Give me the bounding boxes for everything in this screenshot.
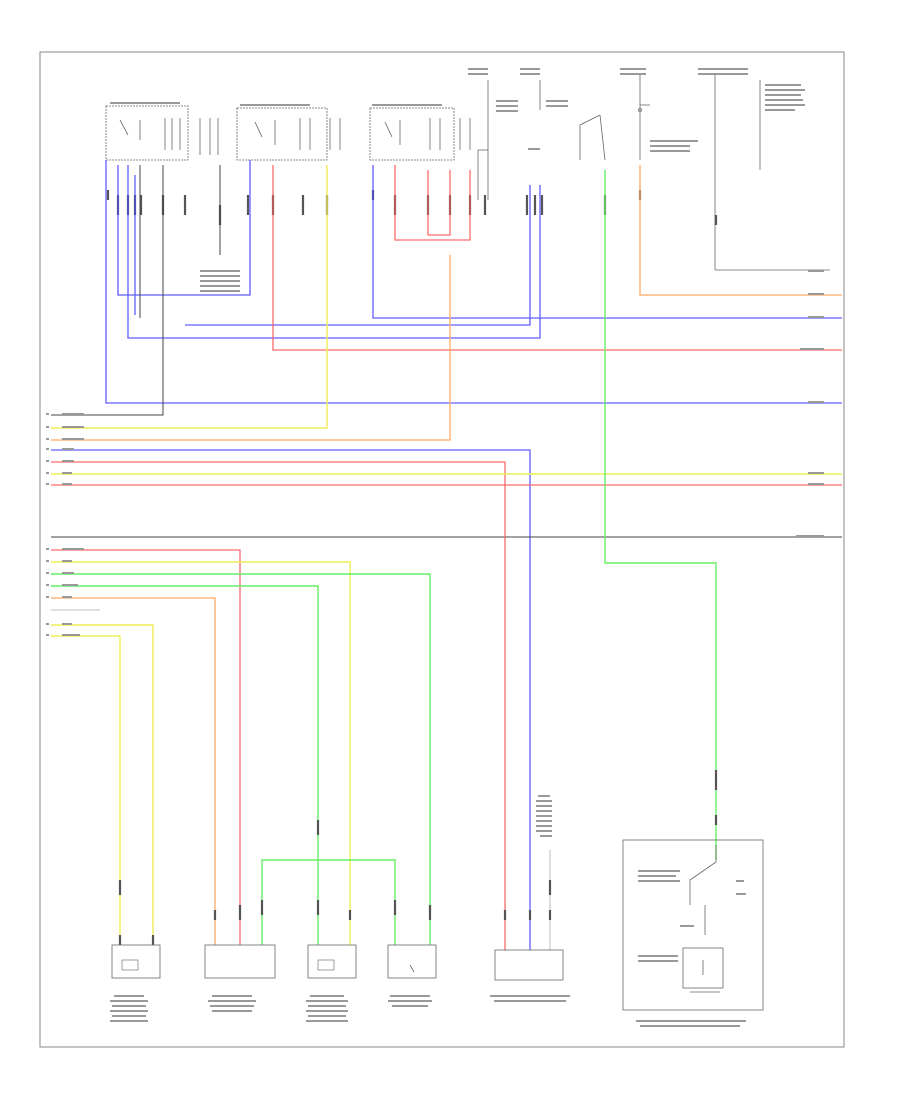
module-1: [494, 949, 564, 981]
sensor-2: [204, 944, 276, 979]
compressor-assembly: [622, 839, 764, 1011]
right-wire-labels: [796, 270, 824, 537]
label-blocks: [110, 68, 805, 292]
wire-orange: [51, 165, 842, 945]
sensor-3: [307, 944, 357, 979]
bottom-connector-ticks: [118, 770, 718, 945]
relay-1: [579, 75, 650, 161]
bottom-labels: [110, 795, 746, 1027]
connector-ticks: [106, 190, 718, 225]
wire-black: [51, 165, 842, 538]
wire-red: [51, 165, 842, 950]
sensor-1: [111, 944, 161, 979]
fuse-feed-1: [477, 80, 489, 200]
wire-gray: [51, 609, 551, 950]
switch-group-1: [105, 105, 219, 161]
switch-group-2: [236, 107, 341, 161]
sensor-4: [387, 944, 437, 979]
left-wire-labels: [46, 413, 84, 636]
wire-blue-group-1: [51, 160, 842, 950]
wire-green: [51, 170, 717, 945]
diagram-frame: [39, 51, 845, 1048]
wire-yellow: [51, 165, 842, 945]
switch-group-3: [369, 107, 471, 161]
